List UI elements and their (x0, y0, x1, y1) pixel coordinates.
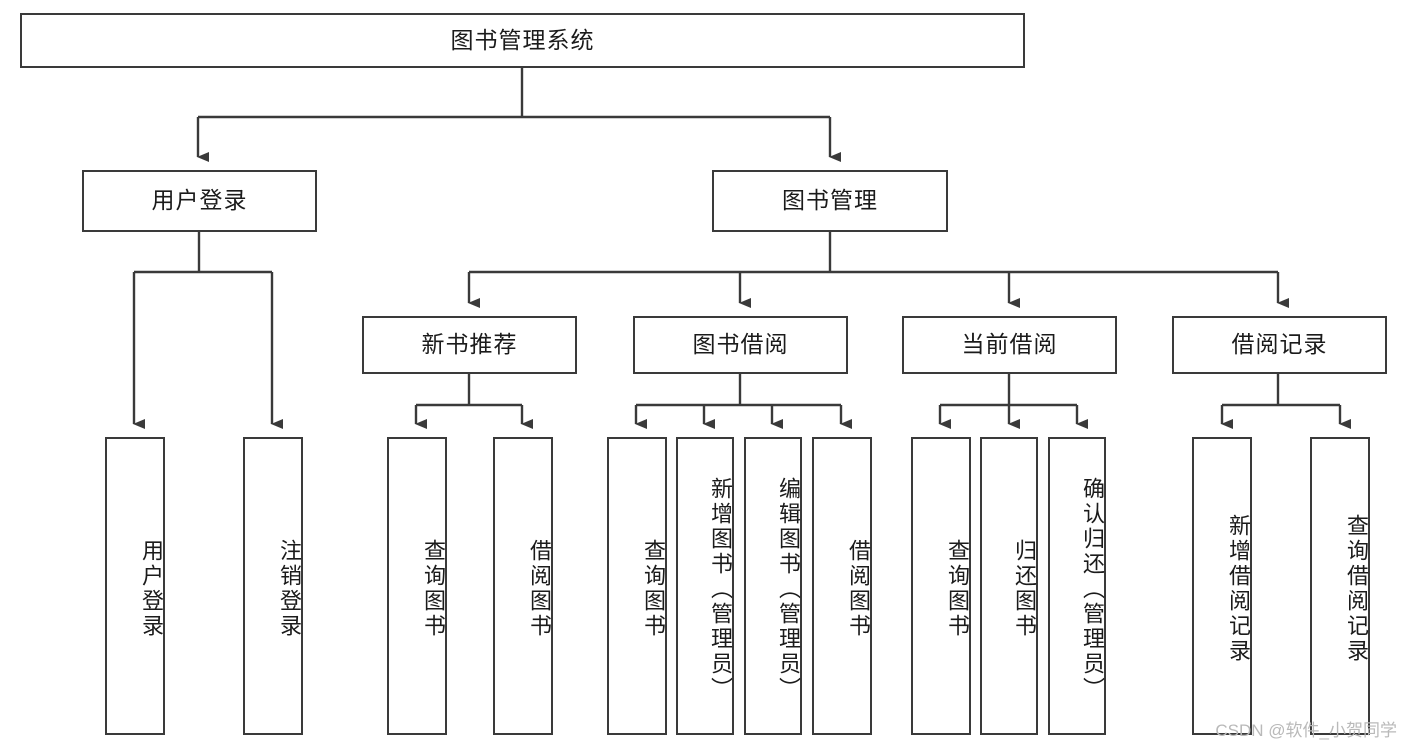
node-user-login-label: 用户登录 (151, 187, 248, 214)
node-leaf-query-record[interactable]: 查询借阅记录 (1310, 437, 1370, 735)
node-leaf-query-record-label: 查询借阅记录 (1344, 514, 1369, 664)
node-leaf-logout-login[interactable]: 注销登录 (243, 437, 303, 735)
node-book-management-label: 图书管理 (782, 187, 878, 214)
node-leaf-borrow-book-1[interactable]: 借阅图书 (493, 437, 553, 735)
node-leaf-return-book[interactable]: 归还图书 (980, 437, 1038, 735)
node-leaf-confirm-return-label: 确认归还（管理员） (1080, 476, 1105, 702)
node-user-login[interactable]: 用户登录 (82, 170, 317, 232)
node-leaf-add-book-label: 新增图书（管理员） (708, 476, 733, 702)
node-leaf-logout-login-label: 注销登录 (277, 539, 302, 639)
node-leaf-query-book-3-label: 查询图书 (945, 539, 970, 639)
node-leaf-query-book-1[interactable]: 查询图书 (387, 437, 447, 735)
node-book-borrow[interactable]: 图书借阅 (633, 316, 848, 374)
node-borrow-record-label: 借阅记录 (1231, 331, 1328, 358)
node-leaf-confirm-return[interactable]: 确认归还（管理员） (1048, 437, 1106, 735)
node-leaf-add-record-label: 新增借阅记录 (1226, 514, 1251, 664)
node-borrow-record[interactable]: 借阅记录 (1172, 316, 1387, 374)
node-book-management[interactable]: 图书管理 (712, 170, 948, 232)
node-root-label: 图书管理系统 (450, 26, 595, 53)
node-leaf-borrow-book-2-label: 借阅图书 (846, 539, 871, 639)
node-leaf-return-book-label: 归还图书 (1012, 539, 1037, 639)
node-leaf-borrow-book-1-label: 借阅图书 (527, 539, 552, 639)
node-leaf-add-book[interactable]: 新增图书（管理员） (676, 437, 734, 735)
node-root[interactable]: 图书管理系统 (20, 13, 1025, 68)
node-leaf-add-record[interactable]: 新增借阅记录 (1192, 437, 1252, 735)
node-new-book-recommend-label: 新书推荐 (421, 331, 518, 358)
node-leaf-edit-book-label: 编辑图书（管理员） (776, 476, 801, 702)
csdn-watermark: CSDN @软件_小贺同学 (1215, 721, 1397, 740)
node-leaf-borrow-book-2[interactable]: 借阅图书 (812, 437, 872, 735)
node-leaf-query-book-3[interactable]: 查询图书 (911, 437, 971, 735)
node-current-borrow[interactable]: 当前借阅 (902, 316, 1117, 374)
node-leaf-query-book-2-label: 查询图书 (641, 539, 666, 639)
node-leaf-user-login[interactable]: 用户登录 (105, 437, 165, 735)
node-leaf-query-book-1-label: 查询图书 (421, 539, 446, 639)
node-current-borrow-label: 当前借阅 (961, 331, 1058, 358)
node-leaf-edit-book[interactable]: 编辑图书（管理员） (744, 437, 802, 735)
node-leaf-query-book-2[interactable]: 查询图书 (607, 437, 667, 735)
node-leaf-user-login-label: 用户登录 (139, 539, 164, 639)
node-new-book-recommend[interactable]: 新书推荐 (362, 316, 577, 374)
node-book-borrow-label: 图书借阅 (692, 331, 789, 358)
